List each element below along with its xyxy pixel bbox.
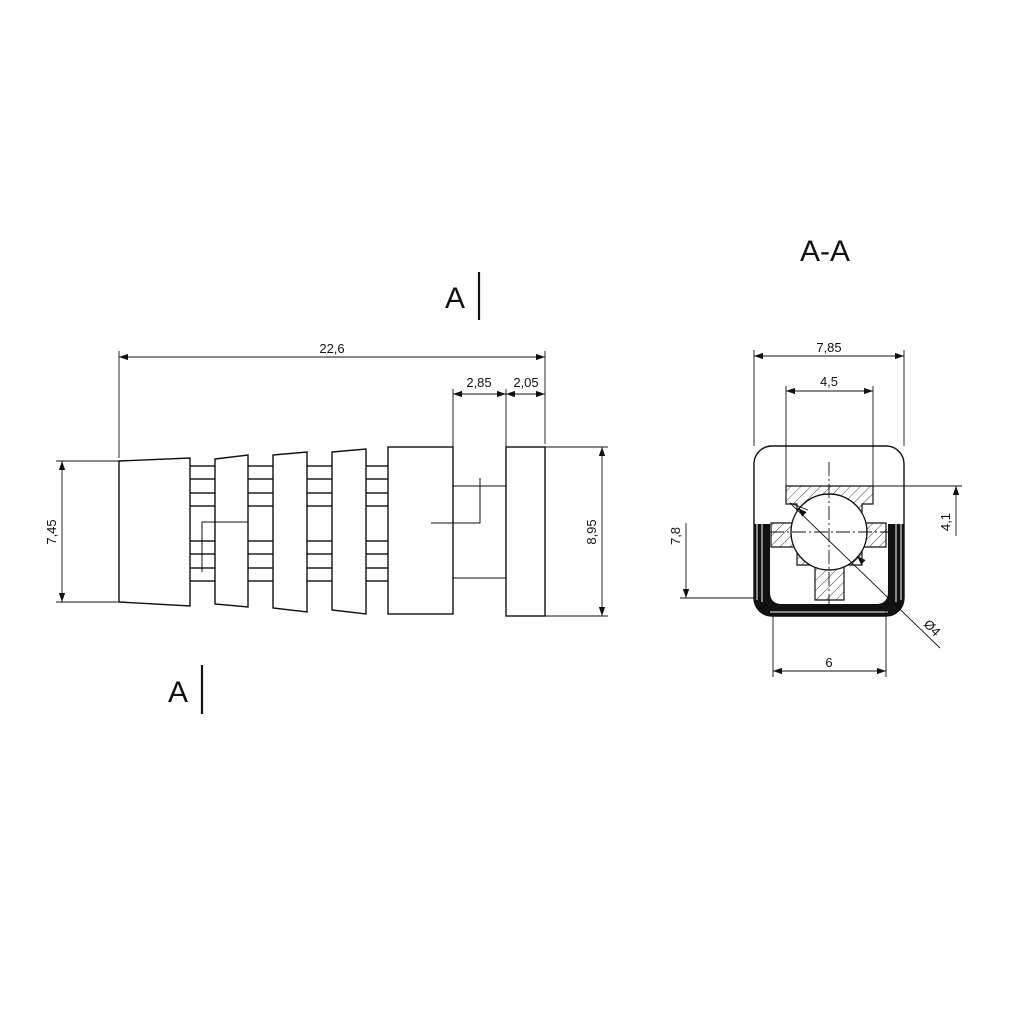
dim-slot-height: 4,1 <box>873 485 962 536</box>
dim-label-slot-width: 4,5 <box>820 374 838 389</box>
lamella-4 <box>331 448 367 615</box>
dim-label-body-height: 7,45 <box>44 519 59 544</box>
section-shell-fill <box>754 524 904 616</box>
dim-head: 2,85 2,05 <box>452 375 545 447</box>
section-marker-top-label: A <box>445 282 465 315</box>
dim-label-head-width: 2,05 <box>513 375 538 390</box>
leader-line-diameter <box>789 502 941 649</box>
head-block <box>505 446 546 617</box>
dim-label-outer-width: 7,85 <box>816 340 841 355</box>
dim-label-head-height: 8,95 <box>584 519 599 544</box>
section-title: A-A <box>800 235 850 268</box>
cut-path-right <box>431 478 481 524</box>
collar-block <box>387 446 454 615</box>
dim-label-slot-height: 4,1 <box>938 513 953 531</box>
dim-section-outer-width: 7,85 <box>753 340 905 446</box>
dim-section-height: 7,8 <box>668 523 754 599</box>
section-shell <box>754 524 904 616</box>
dim-body-height: 7,45 <box>44 460 119 603</box>
dim-head-height: 8,95 <box>545 446 608 617</box>
section-marker-top: A <box>445 272 481 320</box>
lamella-2 <box>214 454 249 608</box>
dim-label-section-height: 7,8 <box>668 527 683 545</box>
cut-path-left <box>201 521 248 572</box>
section-marker-bottom: A <box>168 665 204 714</box>
leader-arrow-inner <box>797 507 807 517</box>
dim-overall-length: 22,6 <box>118 341 546 458</box>
leader-arrow-outer <box>856 555 866 565</box>
dim-label-head-gap: 2,85 <box>466 375 491 390</box>
side-view: 22,6 2,85 2,05 7,45 8,95 <box>44 341 608 617</box>
dim-label-overall-length: 22,6 <box>319 341 344 356</box>
dim-label-inner-width: 6 <box>825 655 832 670</box>
dim-slot-width: 4,5 <box>785 374 874 486</box>
dim-label-hole-diameter: Ø4 <box>921 616 944 639</box>
section-marker-bottom-label: A <box>168 676 188 709</box>
lamella-1 <box>118 457 191 607</box>
lamella-3 <box>272 451 308 613</box>
section-view: 7,85 4,5 4,1 7,8 6 <box>668 340 962 677</box>
dim-inner-width: 6 <box>772 604 887 677</box>
